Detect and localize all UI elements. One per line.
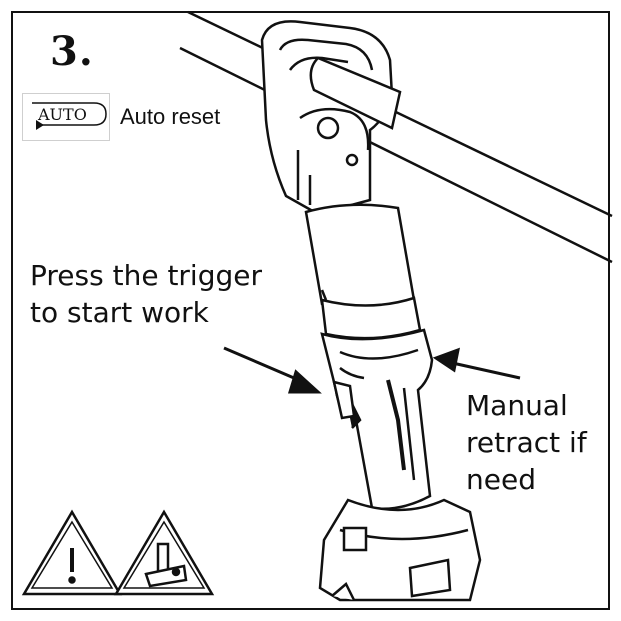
crimp-jaw (260, 20, 394, 216)
arrow-to-trigger (223, 346, 322, 394)
pipe-front (309, 56, 402, 130)
battery-pack (318, 498, 482, 602)
tool-handle (320, 328, 434, 510)
warning-exclamation-icon (21, 509, 123, 596)
press-trigger-callout: Press the trigger to start work (30, 259, 262, 329)
arrow-to-retract (432, 347, 521, 380)
tool-barrel (304, 203, 422, 340)
pipe (179, 10, 613, 264)
step-number: 3. (50, 28, 94, 75)
trigger (332, 380, 356, 420)
auto-reset-label: Auto reset (120, 104, 221, 129)
warning-hand-pinch-icon (113, 509, 215, 596)
auto-badge-text: AUTO (37, 105, 87, 124)
auto-reset-icon: AUTO (22, 93, 110, 141)
manual-retract-callout: Manual retract if need (466, 389, 587, 496)
